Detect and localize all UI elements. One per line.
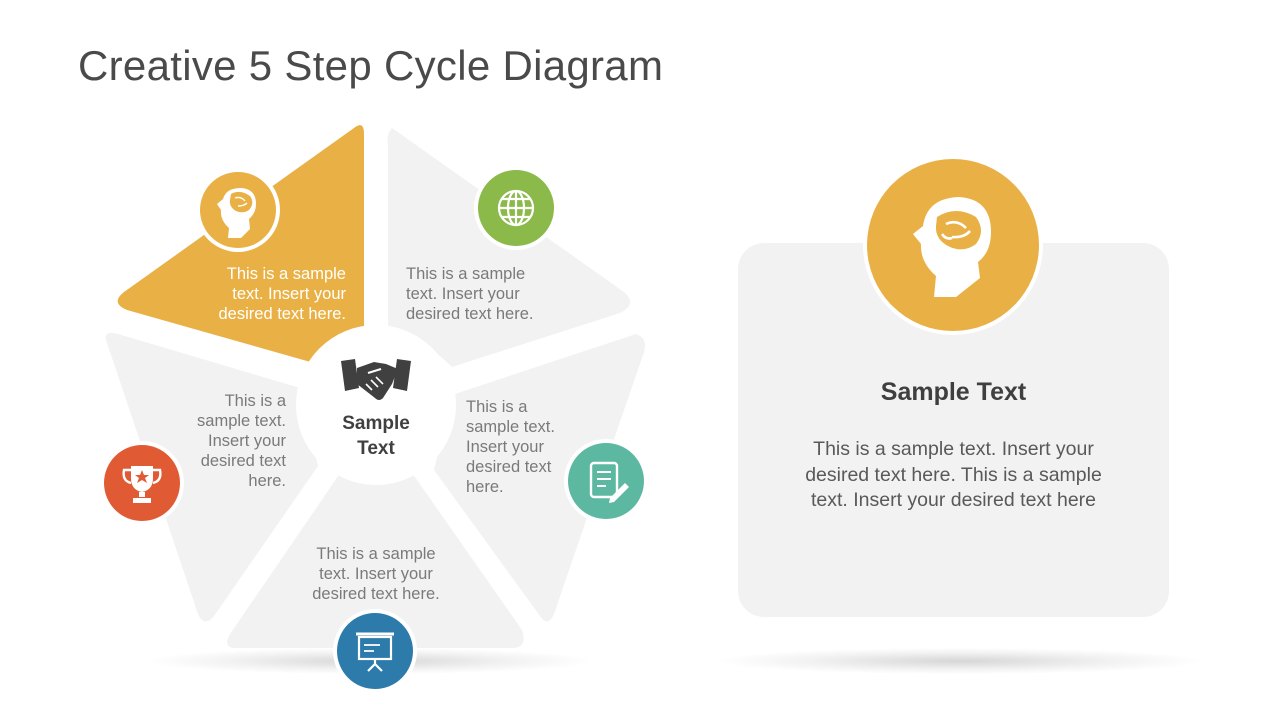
detail-panel-body: This is a sample text. Insert your desir… <box>805 438 1102 511</box>
slide-title: Creative 5 Step Cycle Diagram <box>78 42 664 89</box>
text-line: desired text <box>466 458 552 476</box>
segment-top-right-text: This is a sample text. Insert your desir… <box>406 264 566 324</box>
presentation-board-icon <box>356 632 394 672</box>
text-line: desired text here. <box>218 305 347 323</box>
segment-right[interactable] <box>434 334 645 622</box>
segment-right-text: This is a sample text. Insert your desir… <box>466 397 576 497</box>
center-label-line: Text <box>357 438 395 459</box>
segment-bottom[interactable] <box>227 466 524 648</box>
text-line: text. Insert your <box>406 285 520 303</box>
center-label: Sample Text <box>318 411 434 461</box>
text-line: sample text. <box>466 418 555 436</box>
badge-top-left[interactable] <box>196 168 280 252</box>
center-hub[interactable] <box>296 325 456 485</box>
segment-top-left-text: This is a sample text. Insert your desir… <box>200 264 347 324</box>
text-line: This is a <box>466 398 528 416</box>
text-line: desired text <box>200 452 286 470</box>
text-line: sample text. <box>197 412 286 430</box>
detail-icon-badge <box>863 155 1043 335</box>
head-brain-icon <box>217 188 256 238</box>
text-line: here. <box>248 472 286 490</box>
badge-top-right[interactable] <box>474 166 558 250</box>
text-line: text. Insert your <box>232 285 346 303</box>
badge-bottom[interactable] <box>333 609 417 693</box>
trophy-icon <box>122 466 162 503</box>
globe-icon <box>497 189 535 227</box>
detail-panel-title: Sample Text <box>880 378 1027 406</box>
badge-right[interactable] <box>564 439 648 523</box>
segment-left[interactable] <box>105 332 318 622</box>
text-line: here. <box>466 478 504 496</box>
segment-bottom-text: This is a sample text. Insert your desir… <box>296 544 456 604</box>
text-line: This is a <box>224 392 286 410</box>
document-pen-icon <box>589 461 629 503</box>
text-line: This is a sample <box>406 265 526 283</box>
text-line: Insert your <box>466 438 544 456</box>
center-label-line: Sample <box>342 413 410 434</box>
head-brain-icon <box>913 197 991 297</box>
segment-left-text: This is a sample text. Insert your desir… <box>176 391 286 491</box>
text-line: desired text here. <box>406 305 534 323</box>
text-line: This is a sample <box>316 545 436 563</box>
text-line: Insert your <box>208 432 286 450</box>
text-line: desired text here. <box>312 585 440 603</box>
handshake-icon <box>341 359 411 400</box>
badge-left[interactable] <box>100 441 184 525</box>
text-line: text. Insert your <box>319 565 433 583</box>
text-line: This is a sample <box>226 265 346 283</box>
panel-shadow <box>720 648 1200 674</box>
